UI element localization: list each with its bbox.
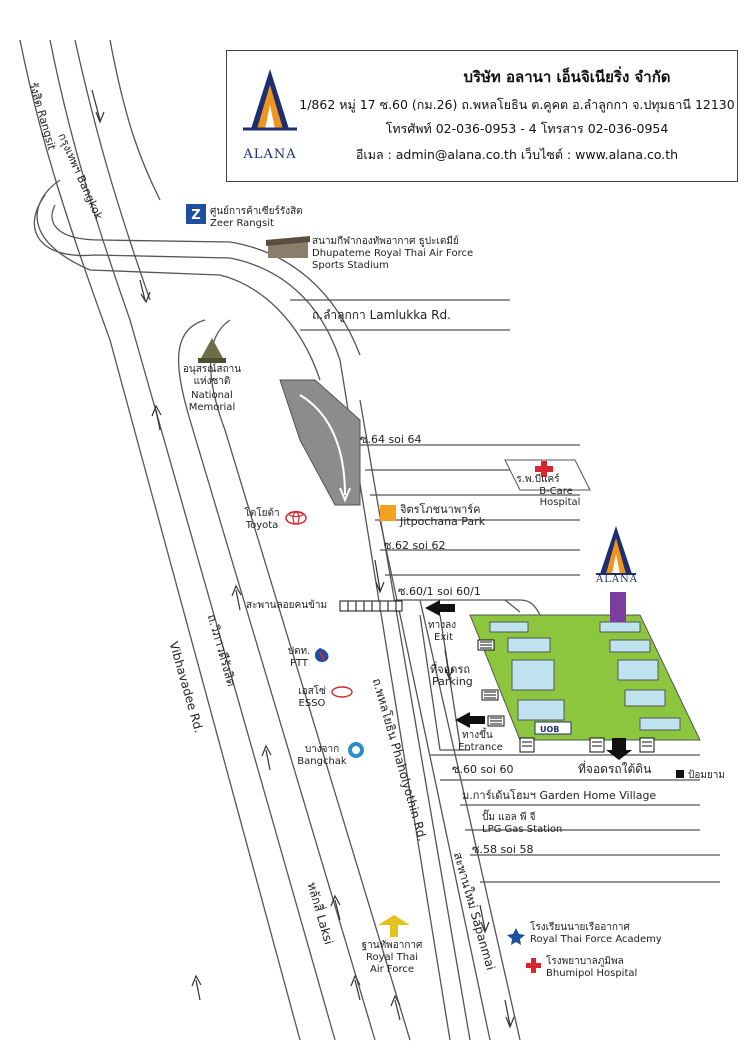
label-airforce-th: ฐานทัพอากาศ xyxy=(361,940,423,951)
label-memorial-th1: อนุสรณ์สถาน xyxy=(182,364,242,375)
label-exit-en: Exit xyxy=(434,632,453,643)
label-park-th: จิตรโภชนาพาร์ค xyxy=(400,503,481,516)
label-uob: UOB xyxy=(540,725,560,734)
label-bhumipol-en: Bhumipol Hospital xyxy=(546,968,638,979)
academy-star-icon xyxy=(507,928,525,945)
uob-sign xyxy=(534,721,572,735)
company-phone: โทรศัพท์ 02-036-0953 - 4 โทรสาร 02-036-0… xyxy=(385,121,669,136)
label-stadium-th: สนามกีฬากองทัพอากาศ ธูปะเตมีย์ xyxy=(312,236,459,247)
police-booth-marker xyxy=(676,770,684,778)
airforce-logo xyxy=(378,915,410,937)
park-logo xyxy=(380,505,396,521)
stadium-image xyxy=(266,236,310,258)
company-name: บริษัท อลานา เอ็นจิเนียริ่ง จำกัด xyxy=(463,68,671,86)
label-police: ป้อมยาม xyxy=(688,770,726,781)
esso-logo xyxy=(331,686,353,698)
label-stadium-en2: Sports Stadium xyxy=(312,260,389,271)
bangchak-logo xyxy=(348,742,364,758)
label-toyota-th: โตโยต้า xyxy=(244,508,280,519)
label-underground-parking: ที่จอดรถใต้ดิน xyxy=(578,762,652,776)
label-academy-en: Royal Thai Force Academy xyxy=(530,934,662,945)
bcare-hospital-marker xyxy=(504,459,591,491)
alana-logo xyxy=(243,69,297,131)
label-exit-th: ทางลง xyxy=(428,620,457,631)
label-esso-en: ESSO xyxy=(298,698,326,709)
alana-logo-small xyxy=(596,526,636,575)
label-bcare-en1: B-Care xyxy=(539,486,573,497)
alana-logo-small-text: ALANA xyxy=(595,574,639,585)
label-stadium-en1: Dhupateme Royal Thai Air Force xyxy=(312,248,474,259)
label-zeer-th: ศูนย์การค้าเซียร์รังสิต xyxy=(210,206,303,217)
building-site xyxy=(469,592,701,760)
toyota-logo xyxy=(285,510,307,525)
label-airforce-en1: Royal Thai xyxy=(366,952,418,963)
exit-arrow xyxy=(425,600,455,616)
bhumipol-cross-icon xyxy=(526,958,541,973)
label-parking-en: Parking xyxy=(432,675,473,688)
label-bangchak-th: บางจาก xyxy=(304,744,340,755)
memorial-image xyxy=(198,338,226,363)
label-entrance-th: ทางขึ้น xyxy=(462,730,493,741)
zeer-logo: Z xyxy=(186,204,206,224)
label-garden-home: ม.การ์เด้นโฮมฯ Garden Home Village xyxy=(462,789,657,802)
company-info-box: ALANA บริษัท อลานา เอ็นจิเนียริ่ง จำกัด … xyxy=(226,50,738,182)
label-soi60: ซ.60 soi 60 xyxy=(452,763,514,776)
label-esso-th: เอสโซ่ xyxy=(298,686,326,697)
label-lpg-en: LPG Gas Station xyxy=(482,824,563,835)
label-ptt-en: PTT xyxy=(289,658,309,669)
label-park-en: Jitpochana Park xyxy=(400,515,486,528)
label-zeer-en: Zeer Rangsit xyxy=(210,218,274,229)
company-address: 1/862 หมู่ 17 ซ.60 (กม.26) ถ.พหลโยธิน ต.… xyxy=(299,97,735,112)
label-memorial-en2: Memorial xyxy=(188,402,236,413)
alana-logo-text: ALANA xyxy=(243,147,297,162)
label-memorial-th2: แห่งชาติ xyxy=(193,376,231,387)
entrance-arrow xyxy=(455,712,485,728)
ptt-logo xyxy=(314,648,329,662)
label-toyota-en: Toyota xyxy=(245,520,279,531)
flyover xyxy=(279,379,361,506)
svg-text:Z: Z xyxy=(191,208,200,223)
label-soi601: ซ.60/1 soi 60/1 xyxy=(398,585,481,598)
label-ptt-th: ปตท. xyxy=(287,646,311,657)
label-lamlukka: ถ.ลำลูกกา Lamlukka Rd. xyxy=(312,308,451,322)
label-bangchak-en: Bangchak xyxy=(297,756,347,767)
label-lpg-th: ปั๊ม แอล พี จี xyxy=(482,812,536,823)
label-soi62: ซ.62 soi 62 xyxy=(384,539,446,552)
label-airforce-en2: Air Force xyxy=(370,964,414,975)
company-email-web: อีเมล : admin@alana.co.th เว็บไซต์ : www… xyxy=(355,147,679,162)
direction-arrows xyxy=(91,89,515,1029)
label-soi58: ซ.58 soi 58 xyxy=(472,843,534,856)
footbridge xyxy=(339,600,403,612)
label-bcare-en2: Hospital xyxy=(539,497,581,508)
label-parking-th: ที่จอดรถ xyxy=(430,663,471,676)
label-entrance-en: Entrance xyxy=(458,742,503,753)
label-memorial-en1: National xyxy=(191,390,233,401)
label-soi64: ซ.64 soi 64 xyxy=(360,433,422,446)
label-academy-th: โรงเรียนนายเรืออากาศ xyxy=(530,922,630,933)
label-bhumipol-th: โรงพยาบาลภูมิพล xyxy=(546,956,624,967)
label-bcare-th: ร.พ.บีแคร์ xyxy=(516,474,560,485)
label-footbridge: สะพานลอยคนข้าม xyxy=(246,600,328,611)
